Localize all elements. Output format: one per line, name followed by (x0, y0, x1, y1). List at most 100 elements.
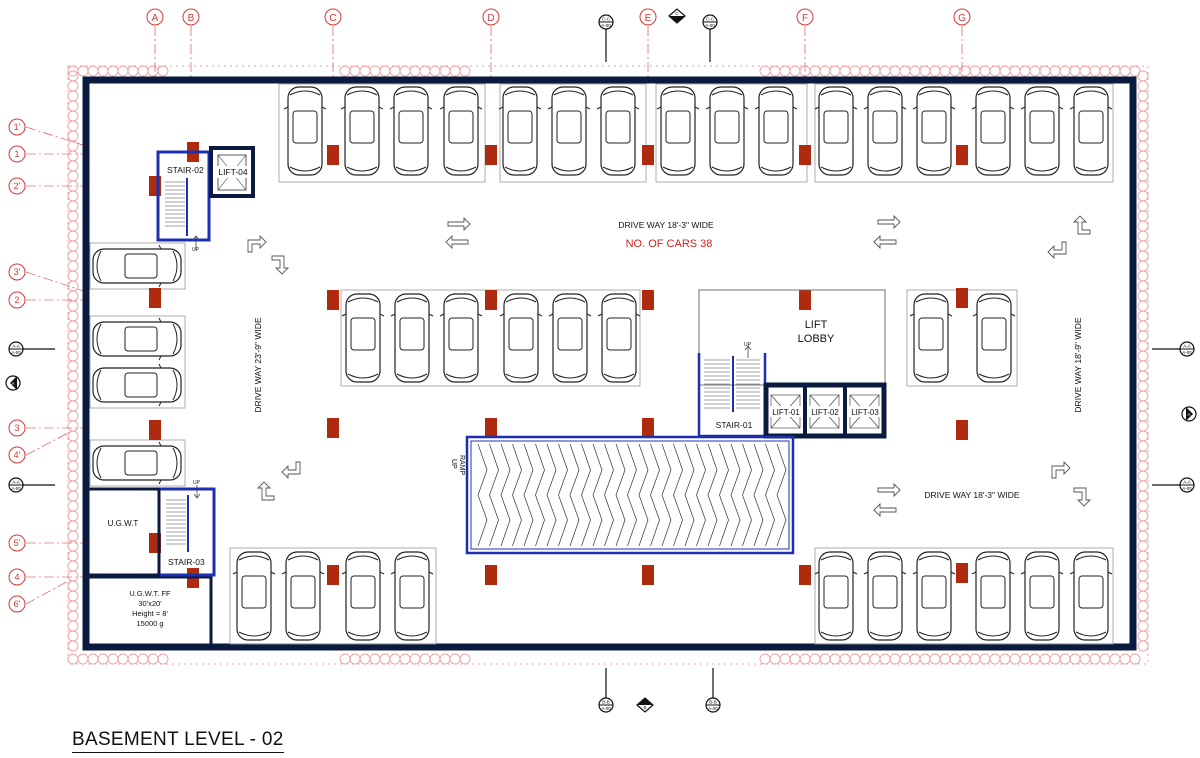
ugwt-room: U.G.W.T (86, 487, 161, 577)
svg-text:A-A: A-A (1183, 480, 1191, 485)
svg-text:E: E (645, 13, 652, 24)
driveway-labels: DRIVE WAY 18'-3" WIDE NO. OF CARS 38 DRI… (253, 220, 1083, 500)
svg-text:3': 3' (14, 267, 21, 277)
svg-text:G: G (958, 13, 966, 24)
section-marker-right-middle: A (1181, 406, 1197, 422)
grid-row-bubbles: 1' 1 2' 3' 2 3 4' 5' 4 6' (8, 118, 26, 613)
grid-bubble-row-5p: 5' (8, 534, 26, 552)
svg-text:UP: UP (192, 247, 200, 253)
car (1020, 86, 1064, 176)
svg-text:C-C: C-C (706, 17, 715, 22)
svg-text:A-00: A-00 (11, 486, 21, 491)
grid-bubble-c: C (324, 8, 342, 26)
section-marker-top-right: C-CA-00 (702, 14, 718, 30)
svg-text:A-A: A-A (1183, 344, 1191, 349)
car (1020, 551, 1064, 641)
driveway-top-label: DRIVE WAY 18'-3" WIDE (618, 220, 713, 230)
car (1069, 551, 1113, 641)
section-marker-left-upper: A-AA-00 (8, 341, 24, 357)
svg-text:C: C (329, 13, 336, 24)
svg-text:30'x20': 30'x20' (138, 599, 162, 608)
car (705, 86, 749, 176)
car (498, 86, 542, 176)
svg-text:STAIR-02: STAIR-02 (167, 165, 204, 175)
svg-text:U.G.W.T: U.G.W.T (108, 519, 139, 528)
car (93, 442, 181, 484)
svg-text:RAMP: RAMP (458, 455, 465, 476)
grid-bubble-f: F (796, 8, 814, 26)
plan-title: BASEMENT LEVEL - 02 (72, 729, 284, 753)
grid-bubble-row-4p: 4' (8, 446, 26, 464)
svg-text:1: 1 (14, 149, 19, 159)
grid-bubble-row-2: 2 (8, 291, 26, 309)
svg-text:D: D (487, 13, 494, 24)
svg-text:1': 1' (14, 122, 21, 132)
car (754, 86, 798, 176)
car (340, 86, 384, 176)
svg-text:C: C (675, 11, 679, 16)
car (912, 551, 956, 641)
svg-text:LIFT: LIFT (805, 319, 828, 331)
car (93, 364, 181, 406)
section-marker-top-left: C-CA-00 (598, 14, 614, 30)
car (547, 86, 591, 176)
driveway-left-label: DRIVE WAY 23'-9" WIDE (253, 317, 263, 412)
grid-bubble-row-1: 1 (8, 145, 26, 163)
svg-text:2': 2' (14, 181, 21, 191)
grid-bubble-d: D (482, 8, 500, 26)
grid-bubble-e: E (639, 8, 657, 26)
car (863, 86, 907, 176)
svg-text:3: 3 (14, 423, 19, 433)
svg-text:5': 5' (14, 538, 21, 548)
svg-text:UP: UP (193, 480, 201, 486)
plot-boundary-scallops (67, 65, 1149, 665)
svg-text:LIFT-04: LIFT-04 (218, 167, 248, 177)
svg-text:A-00: A-00 (11, 350, 21, 355)
car (232, 551, 276, 641)
svg-text:U.G.W.T. FF: U.G.W.T. FF (129, 589, 171, 598)
lift-core: LIFT-01 LIFT-02 LIFT-03 (763, 382, 887, 439)
svg-text:4': 4' (14, 450, 21, 460)
svg-text:LIFT-03: LIFT-03 (851, 408, 879, 417)
grid-bubble-row-2p: 2' (8, 177, 26, 195)
grid-bubble-a: A (146, 8, 164, 26)
car (972, 293, 1016, 383)
driveway-right-label: DRIVE WAY 18'-9" WIDE (1073, 317, 1083, 412)
car (283, 86, 327, 176)
car (439, 293, 483, 383)
grid-bubble-row-4: 4 (8, 568, 26, 586)
car (93, 318, 181, 360)
car (596, 86, 640, 176)
grid-bubble-b: B (182, 8, 200, 26)
section-marker-bottom-center: B (636, 697, 654, 713)
car (390, 293, 434, 383)
svg-text:B-B: B-B (602, 700, 610, 705)
section-marker-top-center: C (668, 8, 686, 24)
section-marker-left-middle: A (5, 375, 21, 391)
svg-text:C-C: C-C (602, 17, 611, 22)
car (390, 551, 434, 641)
car (814, 551, 858, 641)
svg-text:A-00: A-00 (705, 23, 715, 28)
grid-bubble-g: G (953, 8, 971, 26)
svg-text:STAIR-01: STAIR-01 (716, 420, 753, 430)
section-marker-bottom-left: B-BA-00 (598, 697, 614, 713)
grid-bubble-row-3: 3 (8, 419, 26, 437)
ugwt-ff-tank: U.G.W.T. FF 30'x20' Height = 8' 15000 g (86, 575, 213, 647)
grid-bubble-row-3p: 3' (8, 263, 26, 281)
car (863, 551, 907, 641)
car (439, 86, 483, 176)
svg-text:4: 4 (14, 572, 19, 582)
plot-boundary (67, 65, 1149, 665)
car (971, 86, 1015, 176)
svg-text:F: F (802, 13, 808, 24)
section-marker-right-upper: A-AA-00 (1179, 341, 1195, 357)
grid-bubble-row-6p: 6' (8, 595, 26, 613)
car (341, 293, 385, 383)
grid-column-bubbles: A B C D E F G (146, 8, 971, 26)
svg-text:A-00: A-00 (601, 23, 611, 28)
section-marker-right-lower: A-AA-00 (1179, 477, 1195, 493)
svg-text:A-A: A-A (12, 480, 20, 485)
lift-lobby: LIFT LOBBY (698, 289, 886, 386)
svg-text:A: A (152, 13, 159, 24)
